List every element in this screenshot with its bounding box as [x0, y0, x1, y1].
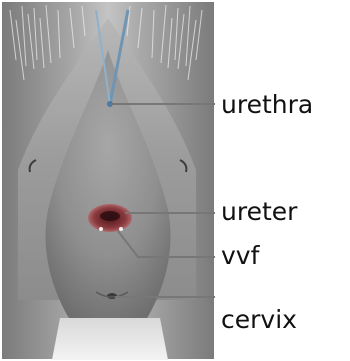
- fistula-lumen: [100, 211, 120, 221]
- speculum-blade: [52, 318, 168, 360]
- label-cervix: cervix: [221, 305, 297, 334]
- ureter-orifice-left: [99, 227, 103, 231]
- label-vvf: vvf: [221, 241, 261, 270]
- label-urethra: urethra: [221, 90, 313, 119]
- ureter-orifice-right: [119, 227, 123, 231]
- label-ureter: ureter: [221, 197, 298, 226]
